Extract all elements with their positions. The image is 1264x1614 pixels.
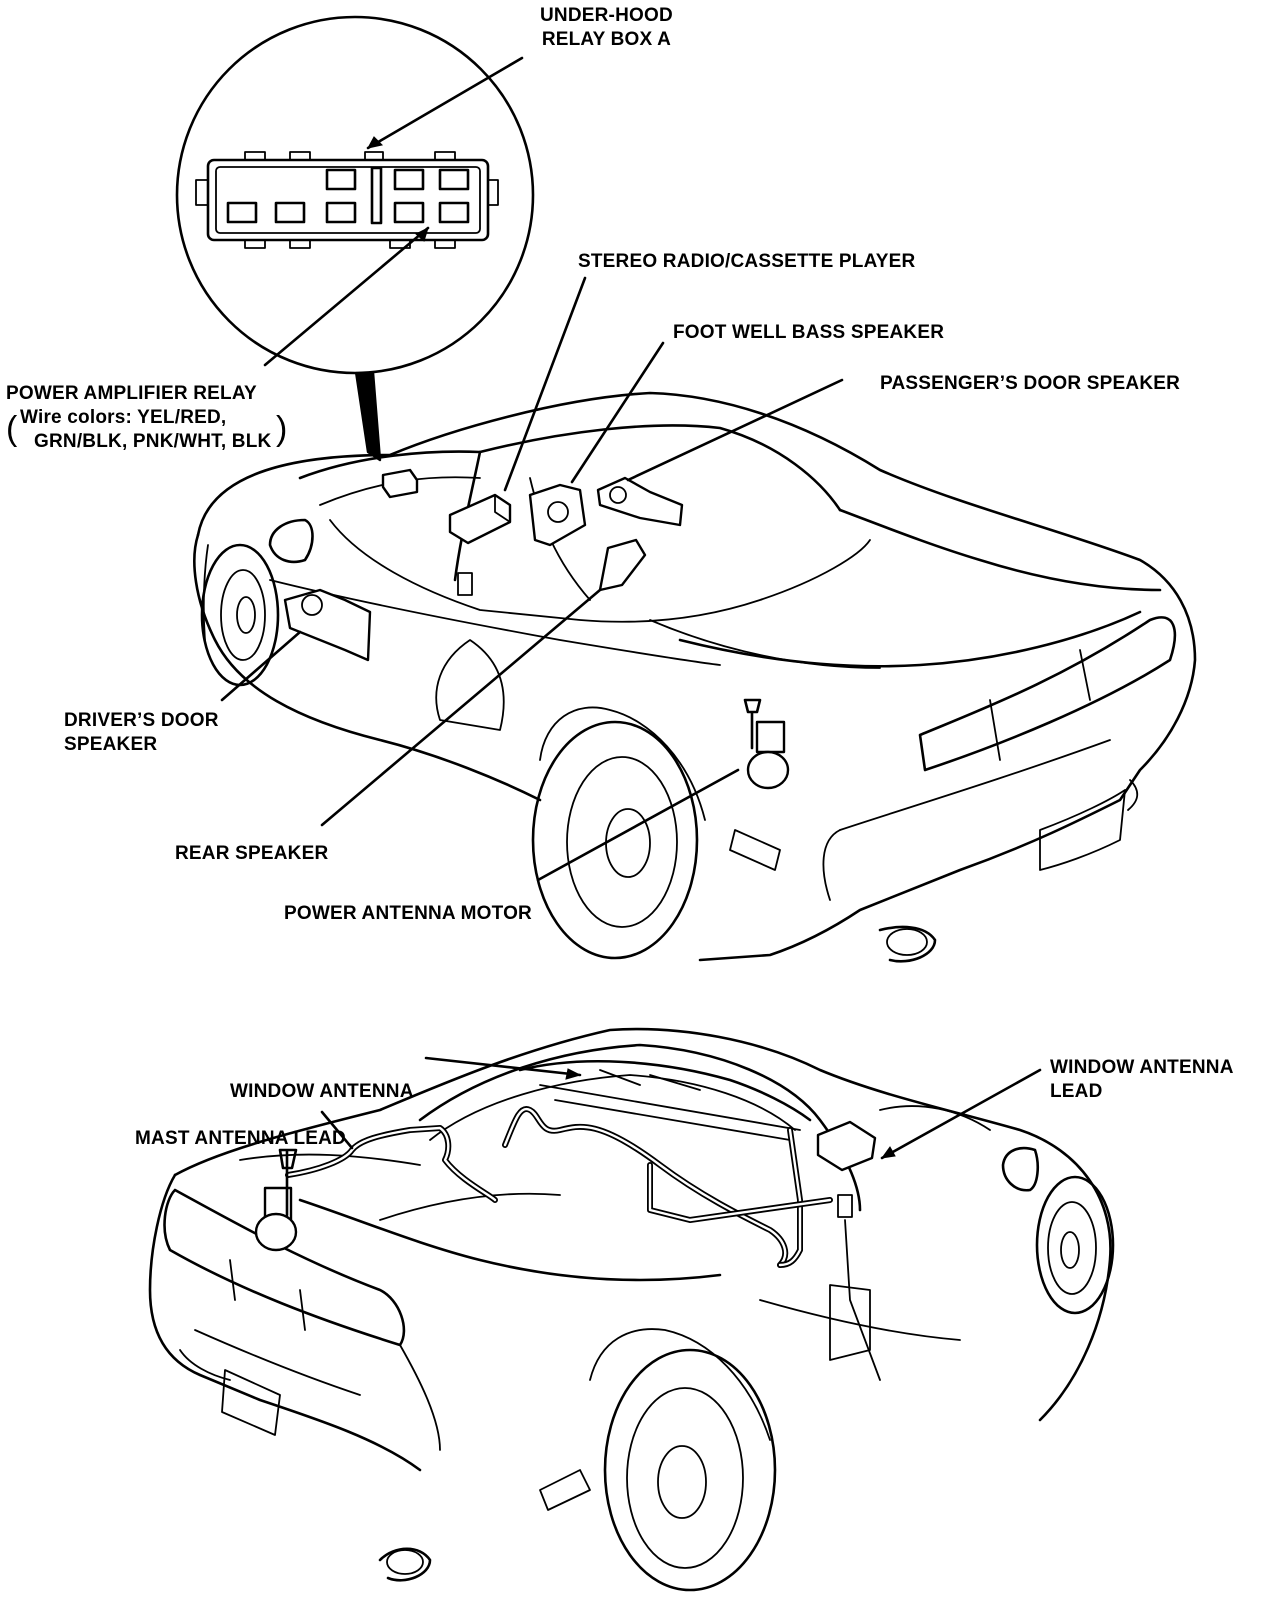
bottom-car-body xyxy=(148,1027,1115,1592)
label-power-amp-relay: POWER AMPLIFIER RELAY xyxy=(6,383,257,404)
passenger-speaker-part xyxy=(596,476,684,527)
top-components xyxy=(283,468,790,790)
label-relay-box-line1: UNDER-HOOD xyxy=(540,5,673,26)
label-wire-colors-line2: GRN/BLK, PNK/WHT, BLK xyxy=(34,431,272,452)
label-window-antenna-lead: WINDOW ANTENNA LEAD xyxy=(1050,1056,1234,1104)
label-rear-speaker: REAR SPEAKER xyxy=(175,843,329,864)
label-power-antenna-motor: POWER ANTENNA MOTOR xyxy=(284,903,532,924)
label-wire-colors: ( Wire colors: YEL/RED, GRN/BLK, PNK/WHT… xyxy=(6,407,288,452)
stereo-part xyxy=(448,493,512,545)
label-relay-box: UNDER-HOOD RELAY BOX A xyxy=(540,4,673,52)
foot-well-speaker-part xyxy=(528,483,587,547)
label-driver-door-speaker: DRIVER’S DOOR SPEAKER xyxy=(64,709,219,757)
amp-relay-part xyxy=(381,468,419,499)
stereo-unit-rear-view xyxy=(816,1120,877,1172)
label-driver-door-speaker-line1: DRIVER’S DOOR xyxy=(64,710,219,731)
top-car-body xyxy=(193,391,1197,963)
label-passenger-door-speaker: PASSENGER’S DOOR SPEAKER xyxy=(880,373,1181,394)
label-driver-door-speaker-line2: SPEAKER xyxy=(64,734,158,755)
top-car-figure xyxy=(175,15,1197,963)
label-window-antenna-lead-line2: LEAD xyxy=(1050,1081,1103,1102)
label-window-antenna: WINDOW ANTENNA xyxy=(230,1081,414,1102)
label-mast-antenna-lead: MAST ANTENNA LEAD xyxy=(135,1128,346,1149)
bottom-car-figure xyxy=(148,1027,1115,1592)
rear-speaker-part xyxy=(598,538,647,592)
label-stereo: STEREO RADIO/CASSETTE PLAYER xyxy=(578,251,916,272)
mast-antenna-motor xyxy=(254,1212,298,1252)
label-relay-box-line2: RELAY BOX A xyxy=(541,29,672,50)
antenna-wiring xyxy=(285,1106,833,1268)
label-wire-colors-line1: Wire colors: YEL/RED, xyxy=(20,407,227,428)
label-foot-well-speaker: FOOT WELL BASS SPEAKER xyxy=(673,322,945,343)
relay-box-a xyxy=(195,151,499,249)
bottom-leaders xyxy=(320,1056,1042,1160)
bottom-components xyxy=(254,1120,877,1252)
label-window-antenna-lead-line1: WINDOW ANTENNA xyxy=(1050,1057,1234,1078)
top-leaders xyxy=(220,56,844,882)
magnifier-pointer xyxy=(354,371,382,462)
antenna-motor-part xyxy=(746,750,790,790)
